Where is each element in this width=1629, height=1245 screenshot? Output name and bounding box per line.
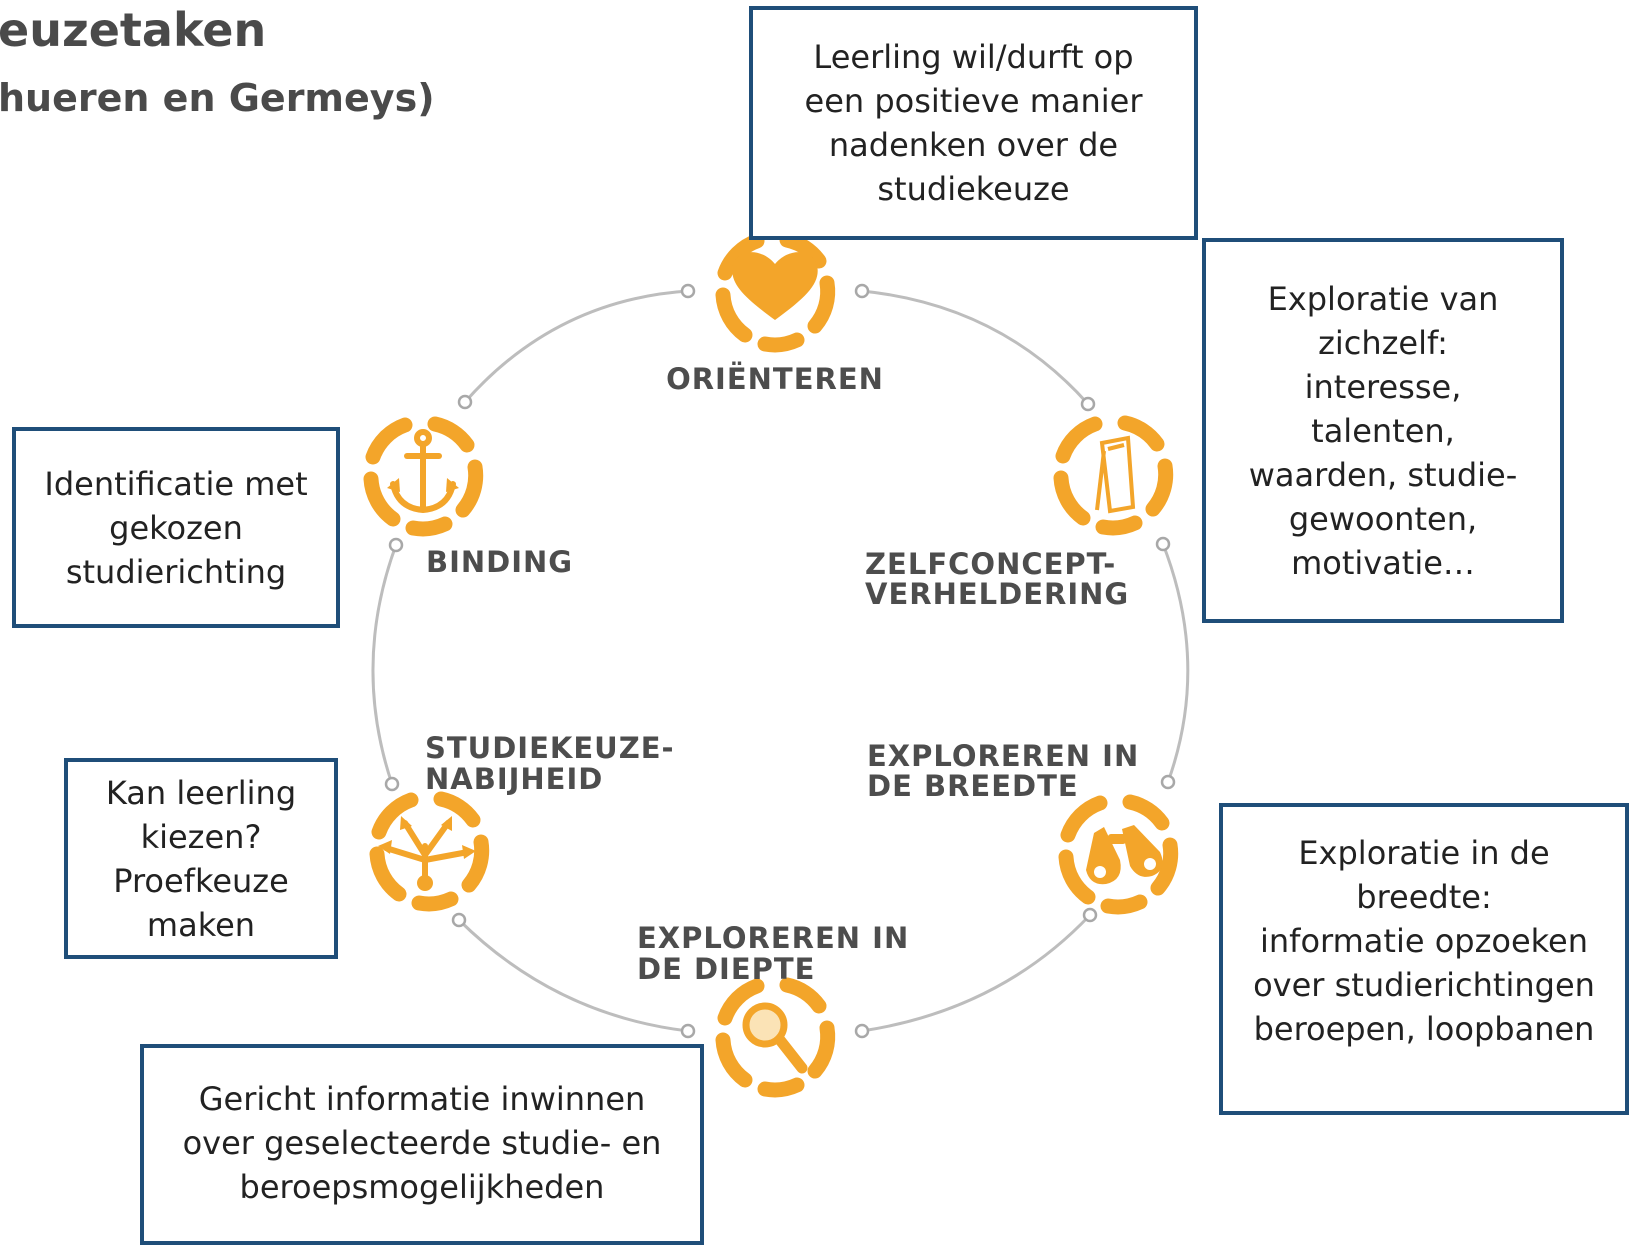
- stage-label-breedte: EXPLOREREN IN DE BREEDTE: [867, 739, 1150, 803]
- stage-label-zelfconcept: ZELFCONCEPT- VERHELDERING: [865, 547, 1129, 611]
- stage-diepte: EXPLOREREN IN DE DIEPTE: [637, 921, 920, 1090]
- stage-label-studiekeuzenabijheid: STUDIEKEUZE- NABIJHEID: [425, 731, 686, 796]
- textbox-zelfconcept: Exploratie van zichzelf: interesse, tale…: [1202, 238, 1564, 623]
- stage-label-binding: BINDING: [426, 545, 573, 579]
- connector-nodes: [384, 283, 1176, 1039]
- stage-studiekeuzenabijheid: STUDIEKEUZE- NABIJHEID: [377, 731, 686, 904]
- anchor-icon: [371, 424, 476, 529]
- stage-label-diepte: EXPLOREREN IN DE DIEPTE: [637, 921, 920, 986]
- magnifier-icon: [723, 985, 828, 1090]
- stage-label-orienteren: ORIËNTEREN: [666, 362, 884, 396]
- textbox-studiekeuzenabijheid: Kan leerling kiezen? Proefkeuze maken: [64, 758, 338, 959]
- page-title: euzetaken: [0, 3, 267, 57]
- textbox-diepte: Gericht informatie inwinnen over geselec…: [140, 1044, 704, 1245]
- mirror-icon: [1061, 423, 1166, 528]
- crossroads-arrows-icon: [377, 799, 482, 904]
- textbox-breedte: Exploratie in de breedte: informatie opz…: [1219, 803, 1629, 1115]
- textbox-binding: Identificatie met gekozen studierichting: [12, 427, 340, 628]
- heart-icon: [723, 240, 828, 345]
- stage-breedte: EXPLOREREN IN DE BREEDTE: [867, 739, 1171, 907]
- cycle-connectors: [371, 289, 1190, 1033]
- binoculars-icon: [1066, 802, 1171, 907]
- page-subtitle: hueren en Germeys): [0, 76, 435, 120]
- stage-orienteren: ORIËNTEREN: [666, 240, 884, 396]
- textbox-orienteren: Leerling wil/durft op een positieve mani…: [749, 6, 1198, 240]
- stage-zelfconcept: ZELFCONCEPT- VERHELDERING: [865, 423, 1166, 611]
- stage-binding: BINDING: [371, 424, 573, 579]
